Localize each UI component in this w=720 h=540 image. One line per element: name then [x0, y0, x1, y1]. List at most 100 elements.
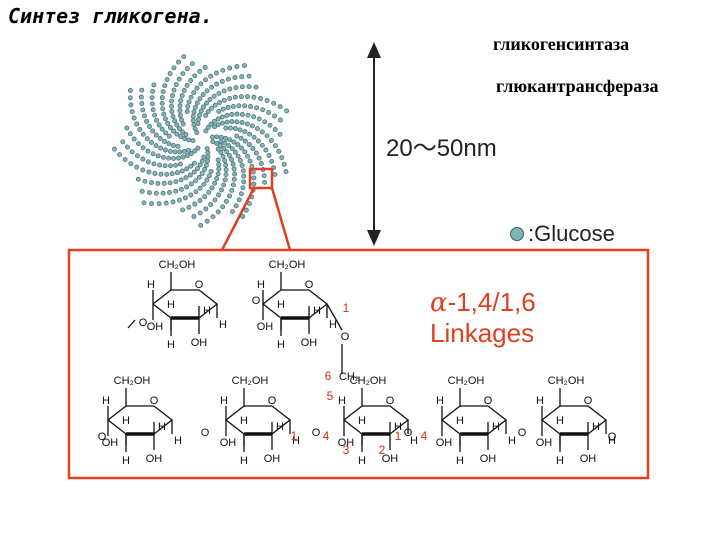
atom-label: H — [456, 415, 464, 427]
glucose-bead — [166, 141, 172, 147]
glucose-bead — [212, 197, 218, 203]
glucose-bead — [251, 175, 257, 181]
glucose-bead — [223, 198, 229, 204]
glucose-bead — [157, 136, 163, 141]
glucose-bead — [208, 168, 214, 174]
glucose-bead — [161, 111, 167, 117]
glucose-bead — [259, 142, 265, 148]
glucose-bead — [127, 131, 133, 137]
glucose-bead — [160, 190, 166, 196]
glucose-bead — [215, 171, 221, 177]
glucose-bead — [272, 171, 278, 177]
glucose-bead — [191, 90, 197, 96]
glucose-bead — [142, 113, 147, 119]
glucose-bead — [195, 121, 201, 127]
glucose-bead — [215, 146, 221, 152]
glucose-bead — [197, 96, 203, 102]
glucose-bead — [201, 181, 207, 187]
glucose-bead — [203, 77, 208, 83]
glucose-bead — [222, 140, 228, 146]
glucose-bead — [173, 162, 179, 168]
glucose-bead — [231, 176, 237, 182]
glucose-bead — [215, 116, 221, 122]
glucose-bead — [184, 153, 190, 158]
glucose-bead — [208, 73, 214, 79]
atom-label: OH — [264, 453, 281, 465]
glucose-bead — [184, 184, 190, 190]
glucose-bead — [112, 146, 117, 152]
glucose-bead — [198, 108, 204, 114]
glucose-bead — [140, 145, 146, 151]
glucose-bead — [170, 113, 176, 119]
glucose-bead — [238, 191, 244, 197]
glucose-bead — [177, 103, 183, 109]
glucose-bead — [245, 112, 251, 118]
glucose-bead — [276, 148, 282, 154]
glucose-bead — [129, 109, 135, 115]
glucose-bead — [178, 98, 184, 104]
atom-label: H — [277, 299, 285, 311]
glucose-bead — [226, 143, 232, 149]
glucose-bead — [221, 97, 227, 103]
glucose-bead — [241, 179, 247, 185]
glucose-bead — [180, 207, 186, 213]
atom-label: OH — [436, 437, 453, 449]
glucose-bead — [200, 92, 206, 98]
glucose-bead — [186, 204, 192, 210]
position-label: 5 — [327, 389, 334, 403]
glucose-bead — [167, 125, 173, 130]
glucose-bead — [168, 163, 173, 169]
glucose-bead — [203, 112, 209, 118]
position-label: 6 — [325, 369, 332, 383]
glucose-bead — [210, 214, 216, 220]
glucose-bead — [209, 105, 214, 111]
glucose-bead — [177, 112, 183, 118]
ch2oh-label: CH₂OH — [448, 375, 485, 387]
glucose-bead — [250, 169, 256, 175]
position-label: 4 — [421, 429, 428, 443]
glucose-bead — [223, 167, 229, 173]
glucose-bead — [131, 115, 137, 121]
glucose-chain — [106, 272, 608, 452]
glucose-bead — [197, 198, 203, 203]
glucose-bead — [242, 103, 248, 109]
glucose-bead — [229, 112, 235, 117]
glucose-bead — [190, 138, 196, 144]
glucose-bead — [205, 150, 211, 156]
glucose-bead — [173, 82, 179, 87]
glucose-bead — [234, 111, 240, 117]
glucose-bead — [220, 106, 226, 112]
glucose-bead — [247, 158, 253, 164]
glucose-bead — [202, 65, 208, 70]
glucose-bead — [224, 113, 230, 118]
glucose-bead — [199, 158, 205, 164]
glucose-bead — [214, 70, 219, 76]
glucose-bead — [227, 65, 233, 71]
glucose-bead — [166, 155, 172, 161]
atom-label: OH — [580, 453, 597, 465]
glucose-bead — [245, 153, 251, 159]
glucose-bead — [222, 177, 228, 183]
glucose-bead — [167, 148, 173, 154]
atom-label: OH — [536, 437, 553, 449]
glucose-bead — [144, 136, 150, 142]
glucose-bead — [191, 169, 197, 175]
glucose-bead — [233, 203, 239, 209]
ch2oh-label: CH₂OH — [269, 259, 306, 271]
atom-label: H — [174, 435, 182, 447]
atom-label: H — [456, 455, 464, 467]
glucose-bead — [269, 158, 275, 164]
glucose-bead — [167, 180, 173, 186]
glucose-bead — [158, 145, 164, 151]
glucose-bead — [176, 59, 181, 65]
ring-oxygen: O — [386, 395, 395, 407]
glucose-bead — [188, 78, 194, 83]
detail-frame — [67, 248, 650, 480]
zoom-indicator — [220, 167, 292, 251]
glucose-bead — [223, 135, 228, 141]
glucose-bead — [211, 118, 217, 124]
position-label: 3 — [343, 443, 350, 457]
glycosidic-oxygen: O — [252, 295, 261, 307]
glucose-bead — [212, 180, 218, 186]
glucose-bead — [223, 172, 229, 178]
